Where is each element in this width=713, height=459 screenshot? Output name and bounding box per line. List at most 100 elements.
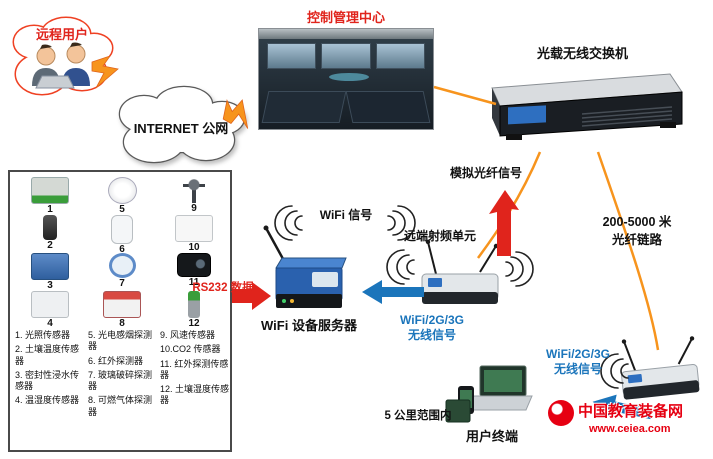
sensor-number: 10	[188, 242, 200, 253]
sensor-image-wind	[179, 177, 209, 203]
wifi-arrow-rf1-to-server	[362, 280, 424, 304]
remote-user-label: 远程用户	[35, 27, 88, 42]
wifi-waves-icon	[386, 249, 415, 285]
legend-entry: 10.CO2 传感器	[160, 344, 221, 355]
control-center: 控制管理中心	[258, 10, 434, 132]
sensor-image-water	[31, 253, 69, 280]
sensor-item: 3	[18, 253, 82, 291]
legend-entry: 4. 温湿度传感器	[15, 395, 80, 406]
legend-entry: 12. 土壤湿度传感器	[160, 384, 230, 406]
control-center-label: 控制管理中心	[306, 10, 385, 25]
sensor-image-light	[31, 177, 69, 204]
rack-switch-icon	[491, 73, 683, 140]
legend-entry: 9. 风速传感器	[160, 330, 216, 340]
control-room-photo	[258, 28, 434, 130]
remote-users-icon	[32, 42, 90, 89]
cloud-shape	[12, 16, 114, 96]
sensor-number: 5	[119, 204, 125, 215]
sensor-item: 7	[90, 253, 154, 289]
watermark-site-url: www.ceiea.com	[584, 423, 676, 435]
sensor-number: 1	[47, 204, 53, 215]
photo-console-left	[261, 91, 347, 123]
sensor-item: 2	[18, 215, 82, 251]
sensor-item: 6	[90, 215, 154, 255]
wifi-2g3g-line2: 无线信号	[407, 328, 456, 342]
analog-fiber-label: 模拟光纤信号	[449, 166, 522, 180]
internet-cloud: INTERNET 公网	[110, 80, 252, 168]
legend-entry: 6. 红外探测器	[88, 355, 144, 366]
sensor-number: 11	[188, 277, 200, 288]
sensor-number: 9	[191, 203, 197, 214]
wifi-2g3g-line1: WiFi/2G/3G	[546, 347, 610, 361]
sensor-image-soil-moisture	[188, 291, 200, 318]
legend-entry: 1. 光照传感器	[15, 330, 71, 340]
sensor-item: 10	[162, 215, 226, 253]
sensor-legend-col2: 5. 光电感烟探测器 6. 红外探测器 7. 玻璃破碎探测器 8. 可燃气体探测…	[88, 330, 158, 421]
sensor-legend-col1: 1. 光照传感器 2. 土壤温度传感器 3. 密封性浸水传感器 4. 温湿度传感…	[15, 330, 85, 410]
legend-entry: 3. 密封性浸水传感器	[15, 369, 80, 391]
wifi-signal-label: WiFi 信号	[319, 208, 373, 222]
user-terminal-label: 用户终端	[465, 429, 518, 444]
rf-unit-icon	[421, 239, 499, 304]
optical-switch-device	[478, 66, 685, 152]
legend-entry: 5. 光电感烟探测器	[88, 330, 153, 352]
photo-screen-wall	[267, 43, 425, 69]
ceiea-logo-icon	[548, 400, 574, 426]
wifi-2g3g-line1: WiFi/2G/3G	[400, 313, 464, 327]
fiber-distance-label: 200-5000 米	[602, 215, 672, 229]
sensor-image-glass-break	[108, 253, 136, 278]
user-terminal-device	[445, 364, 534, 430]
sensor-number: 2	[47, 240, 53, 251]
sensor-image-infrared-2	[177, 253, 211, 277]
sensor-item: 8	[90, 291, 154, 329]
sensor-number: 4	[47, 318, 53, 329]
sensor-legend-col3: 9. 风速传感器 10.CO2 传感器 11. 红外探测传感器 12. 土壤湿度…	[160, 330, 230, 410]
photo-console-right	[345, 91, 431, 123]
sensor-image-smoke	[107, 177, 137, 204]
optical-switch-label: 光载无线交换机	[536, 46, 628, 61]
wifi-server-icon	[263, 225, 347, 308]
wifi-waves-icon	[274, 205, 303, 241]
sensor-number: 12	[188, 318, 200, 329]
rf-unit-device-1	[420, 239, 500, 312]
range-5km-label: 5 公里范围内	[384, 410, 452, 422]
sensor-image-temp-humidity	[31, 291, 69, 318]
sensor-panel: 1 5 9 2 6 10 3 7 11 4 8 12 1. 光照传感器 2. 土…	[8, 170, 232, 452]
wifi-2g3g-label-1: WiFi/2G/3G 无线信号	[386, 313, 478, 343]
rf-unit-label: 远端射频单元	[403, 229, 476, 243]
wifi-2g3g-label-2: WiFi/2G/3G 无线信号	[538, 347, 618, 377]
photo-glow	[328, 73, 369, 81]
wifi-2g3g-line2: 无线信号	[553, 362, 602, 376]
sensor-item: 9	[162, 177, 226, 214]
sensor-item: 4	[18, 291, 82, 329]
sensor-number: 3	[47, 280, 53, 291]
legend-entry: 11. 红外探测传感器	[160, 358, 229, 380]
sensor-image-soil-temp	[43, 215, 57, 240]
analog-fiber-arrow	[489, 190, 519, 256]
sensor-image-infrared	[111, 215, 133, 244]
remote-user-cloud: 远程用户	[6, 12, 118, 104]
watermark: 中国教育装备网 www.ceiea.com	[548, 398, 710, 448]
sensor-number: 7	[119, 278, 125, 289]
sensor-item: 1	[18, 177, 82, 215]
sensor-item: 5	[90, 177, 154, 215]
sensor-number: 8	[119, 318, 125, 329]
internet-label: INTERNET 公网	[133, 121, 229, 136]
legend-entry: 7. 玻璃破碎探测器	[88, 369, 153, 391]
sensor-item: 12	[162, 291, 226, 329]
fiber-line-switch-to-rf2	[596, 151, 660, 351]
sensor-image-gas	[103, 291, 141, 318]
sensor-number: 6	[119, 244, 125, 255]
photo-ceiling	[259, 29, 433, 39]
wifi-server-label: WiFi 设备服务器	[261, 318, 357, 333]
watermark-site-name: 中国教育装备网	[578, 403, 684, 420]
sensor-item: 11	[162, 253, 226, 289]
legend-entry: 2. 土壤温度传感器	[15, 344, 80, 366]
sensor-image-co2	[175, 215, 213, 242]
wifi-server-device	[263, 225, 350, 316]
fiber-link-label: 光纤链路	[611, 233, 662, 247]
wifi-waves-icon	[505, 251, 534, 287]
user-terminal-icon	[445, 365, 533, 423]
rs232-label: RS232 数据	[192, 282, 254, 294]
